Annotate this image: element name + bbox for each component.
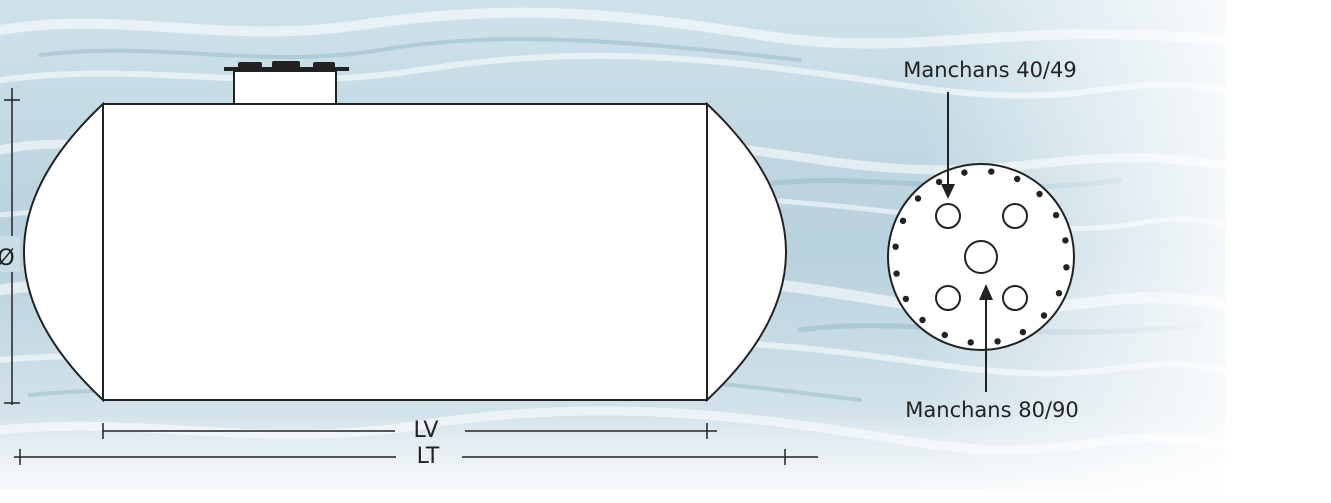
bolt-dot bbox=[1014, 175, 1021, 183]
bolt-dot bbox=[1052, 211, 1060, 219]
bolt-dot bbox=[1062, 237, 1069, 244]
bolt-dot bbox=[1055, 290, 1063, 297]
bolt-dot bbox=[961, 169, 968, 176]
bolt-dot bbox=[935, 178, 943, 186]
small-manhole-top-right bbox=[1002, 203, 1028, 229]
tank-right-end-cap bbox=[706, 101, 787, 403]
bolt-dot bbox=[1040, 312, 1048, 319]
tank bbox=[23, 61, 787, 403]
tank-cylinder bbox=[102, 103, 708, 401]
bolt-dot bbox=[893, 270, 900, 277]
large-manhole bbox=[964, 240, 998, 274]
manhole-cover bbox=[224, 61, 349, 71]
bolt-dot bbox=[892, 243, 899, 250]
bolt-dot bbox=[1063, 264, 1070, 271]
bolt-dot bbox=[994, 338, 1001, 345]
bolt-dot bbox=[941, 331, 948, 339]
tank-left-end-cap bbox=[23, 101, 104, 403]
bolt-dot bbox=[914, 195, 922, 202]
lv-dimension bbox=[102, 423, 717, 439]
manhole-neck bbox=[233, 70, 337, 105]
lt-dimension bbox=[14, 449, 818, 465]
small-manhole-bottom-right bbox=[1002, 285, 1028, 311]
diameter-symbol: Ø bbox=[0, 246, 15, 271]
bolt-ring bbox=[892, 168, 1070, 346]
large-manhole-arrow bbox=[979, 284, 993, 392]
tank-end-view bbox=[887, 163, 1075, 351]
small-manholes-arrow bbox=[941, 92, 955, 199]
small-manhole-bottom-left bbox=[935, 285, 961, 311]
small-manhole-top-left bbox=[935, 203, 961, 229]
bolt-dot bbox=[1036, 190, 1043, 198]
bolt-dot bbox=[902, 295, 910, 303]
bolt-dot bbox=[919, 316, 926, 324]
bolt-dot bbox=[899, 217, 907, 224]
small-manholes-label: Manchans 40/49 bbox=[903, 58, 1076, 82]
bolt-dot bbox=[988, 168, 995, 175]
bolt-dot bbox=[967, 339, 974, 346]
lv-label: LV bbox=[414, 418, 439, 443]
lt-label: LT bbox=[417, 444, 440, 469]
large-manhole-label: Manchans 80/90 bbox=[905, 398, 1078, 422]
bolt-dot bbox=[1019, 328, 1027, 336]
diameter-label-bg bbox=[0, 236, 20, 272]
